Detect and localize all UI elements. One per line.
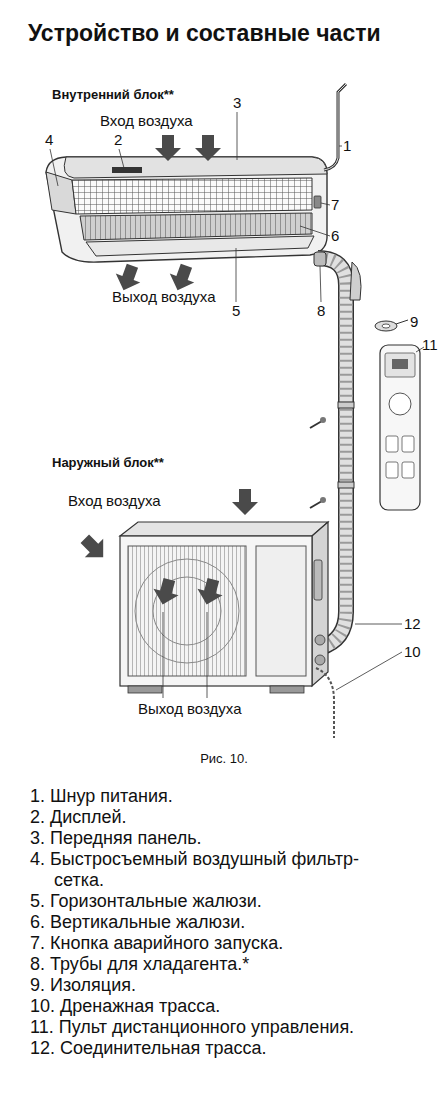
horizontal-louver xyxy=(86,236,314,256)
leader-lines xyxy=(50,112,424,698)
parts-list-item: 8. Трубы для хладагента.* xyxy=(30,954,398,975)
vertical-louvers xyxy=(80,213,312,240)
air-out-arrow xyxy=(194,576,226,608)
leader-line xyxy=(339,146,342,147)
air-in-arrow xyxy=(232,489,258,515)
power-cord-highlight xyxy=(324,84,346,170)
pipe-clip xyxy=(338,402,354,408)
access-panel xyxy=(256,546,306,676)
air-in-arrow xyxy=(195,135,221,161)
remote-button xyxy=(386,462,398,478)
callout-number: 4 xyxy=(45,131,53,148)
air-flow-label: Выход воздуха xyxy=(112,288,216,305)
tape-core xyxy=(382,324,390,328)
leader-line xyxy=(163,612,164,698)
screw xyxy=(310,501,322,508)
parts-list-item: 7. Кнопка аварийного запуска. xyxy=(30,933,398,954)
parts-list-item: 2. Дисплей. xyxy=(30,807,398,828)
leader-line xyxy=(321,203,330,205)
front-face xyxy=(120,536,312,686)
callout-number: 7 xyxy=(331,196,339,213)
parts-list-item: 12. Соединительная трасса. xyxy=(30,1038,398,1059)
handle xyxy=(314,560,322,600)
screw-head xyxy=(320,497,326,503)
parts-list-item: 6. Вертикальные жалюзи. xyxy=(30,912,398,933)
callout-number: 12 xyxy=(404,615,421,632)
foot xyxy=(128,686,162,693)
tape-end xyxy=(396,320,408,324)
callout-number: 3 xyxy=(233,94,241,111)
remote-digits xyxy=(392,359,408,369)
remote-button xyxy=(402,462,414,478)
insulation-sleeve xyxy=(350,262,361,300)
screw-head xyxy=(320,417,326,423)
parts-list-item: 10. Дренажная трасса. xyxy=(30,996,398,1017)
callout-number: 10 xyxy=(404,643,421,660)
condenser-grille xyxy=(128,546,246,676)
front-panel xyxy=(64,157,327,178)
air-flow-label: Выход воздуха xyxy=(138,700,242,717)
figure-caption: Рис. 10. xyxy=(0,752,448,767)
unit-body xyxy=(46,157,327,262)
leader-line xyxy=(320,266,321,302)
tape-roll xyxy=(375,321,397,331)
parts-list: 1. Шнур питания.2. Дисплей.3. Передняя п… xyxy=(30,786,398,1059)
filter-tab xyxy=(46,172,76,214)
emergency-button xyxy=(314,196,321,208)
pipe-connector xyxy=(314,252,326,266)
side-face xyxy=(312,522,328,686)
leader-line xyxy=(336,652,402,690)
air-out-arrow xyxy=(150,576,182,608)
filter-mesh xyxy=(72,178,312,214)
parts-list-item: 3. Передняя панель. xyxy=(30,828,398,849)
parts-list-item: 11. Пульт дистанционного управления. xyxy=(30,1017,398,1038)
remote-control xyxy=(380,345,420,510)
air-flow-label: Вход воздуха xyxy=(68,492,161,509)
callout-number: 6 xyxy=(331,227,339,244)
fan-guard xyxy=(135,559,239,663)
leader-line xyxy=(119,149,124,168)
leader-line xyxy=(355,624,402,625)
leader-line xyxy=(236,248,237,302)
outdoor-unit xyxy=(120,522,328,693)
remote-screen xyxy=(385,353,415,377)
callout-number: 2 xyxy=(114,131,122,148)
top-face xyxy=(120,522,328,536)
callout-number: 9 xyxy=(410,313,418,330)
callout-number: 8 xyxy=(317,302,325,319)
power-cord xyxy=(324,84,346,170)
remote-button xyxy=(402,436,414,452)
remote-button xyxy=(386,436,398,452)
callout-number: 1 xyxy=(343,137,351,154)
leader-line xyxy=(207,612,208,698)
foot xyxy=(270,686,304,693)
leader-line xyxy=(300,226,330,236)
unit-label: Наружный блок** xyxy=(52,456,164,471)
air-in-arrow xyxy=(155,135,181,161)
callout-number: 11 xyxy=(422,336,438,353)
service-valve xyxy=(315,635,325,645)
unit-label: Внутренний блок** xyxy=(52,88,174,103)
leader-line xyxy=(237,112,238,160)
parts-list-item: 1. Шнур питания. xyxy=(30,786,398,807)
service-valve xyxy=(315,655,325,665)
air-in-arrow xyxy=(76,530,113,567)
leader-line xyxy=(50,149,58,186)
pipe-clip xyxy=(338,482,354,488)
page-title: Устройство и составные части xyxy=(28,20,381,46)
display xyxy=(112,167,142,173)
parts-list-item: 5. Горизонтальные жалюзи. xyxy=(30,891,398,912)
remote-dial xyxy=(389,393,411,415)
screw xyxy=(310,421,322,428)
callout-number: 5 xyxy=(232,302,240,319)
parts-list-item: 9. Изоляция. xyxy=(30,975,398,996)
drain-line xyxy=(316,668,334,738)
parts-list-item: 4. Быстросъемный воздушный фильтр-сетка. xyxy=(30,849,398,891)
indoor-unit xyxy=(46,157,327,262)
air-flow-label: Вход воздуха xyxy=(100,112,193,129)
